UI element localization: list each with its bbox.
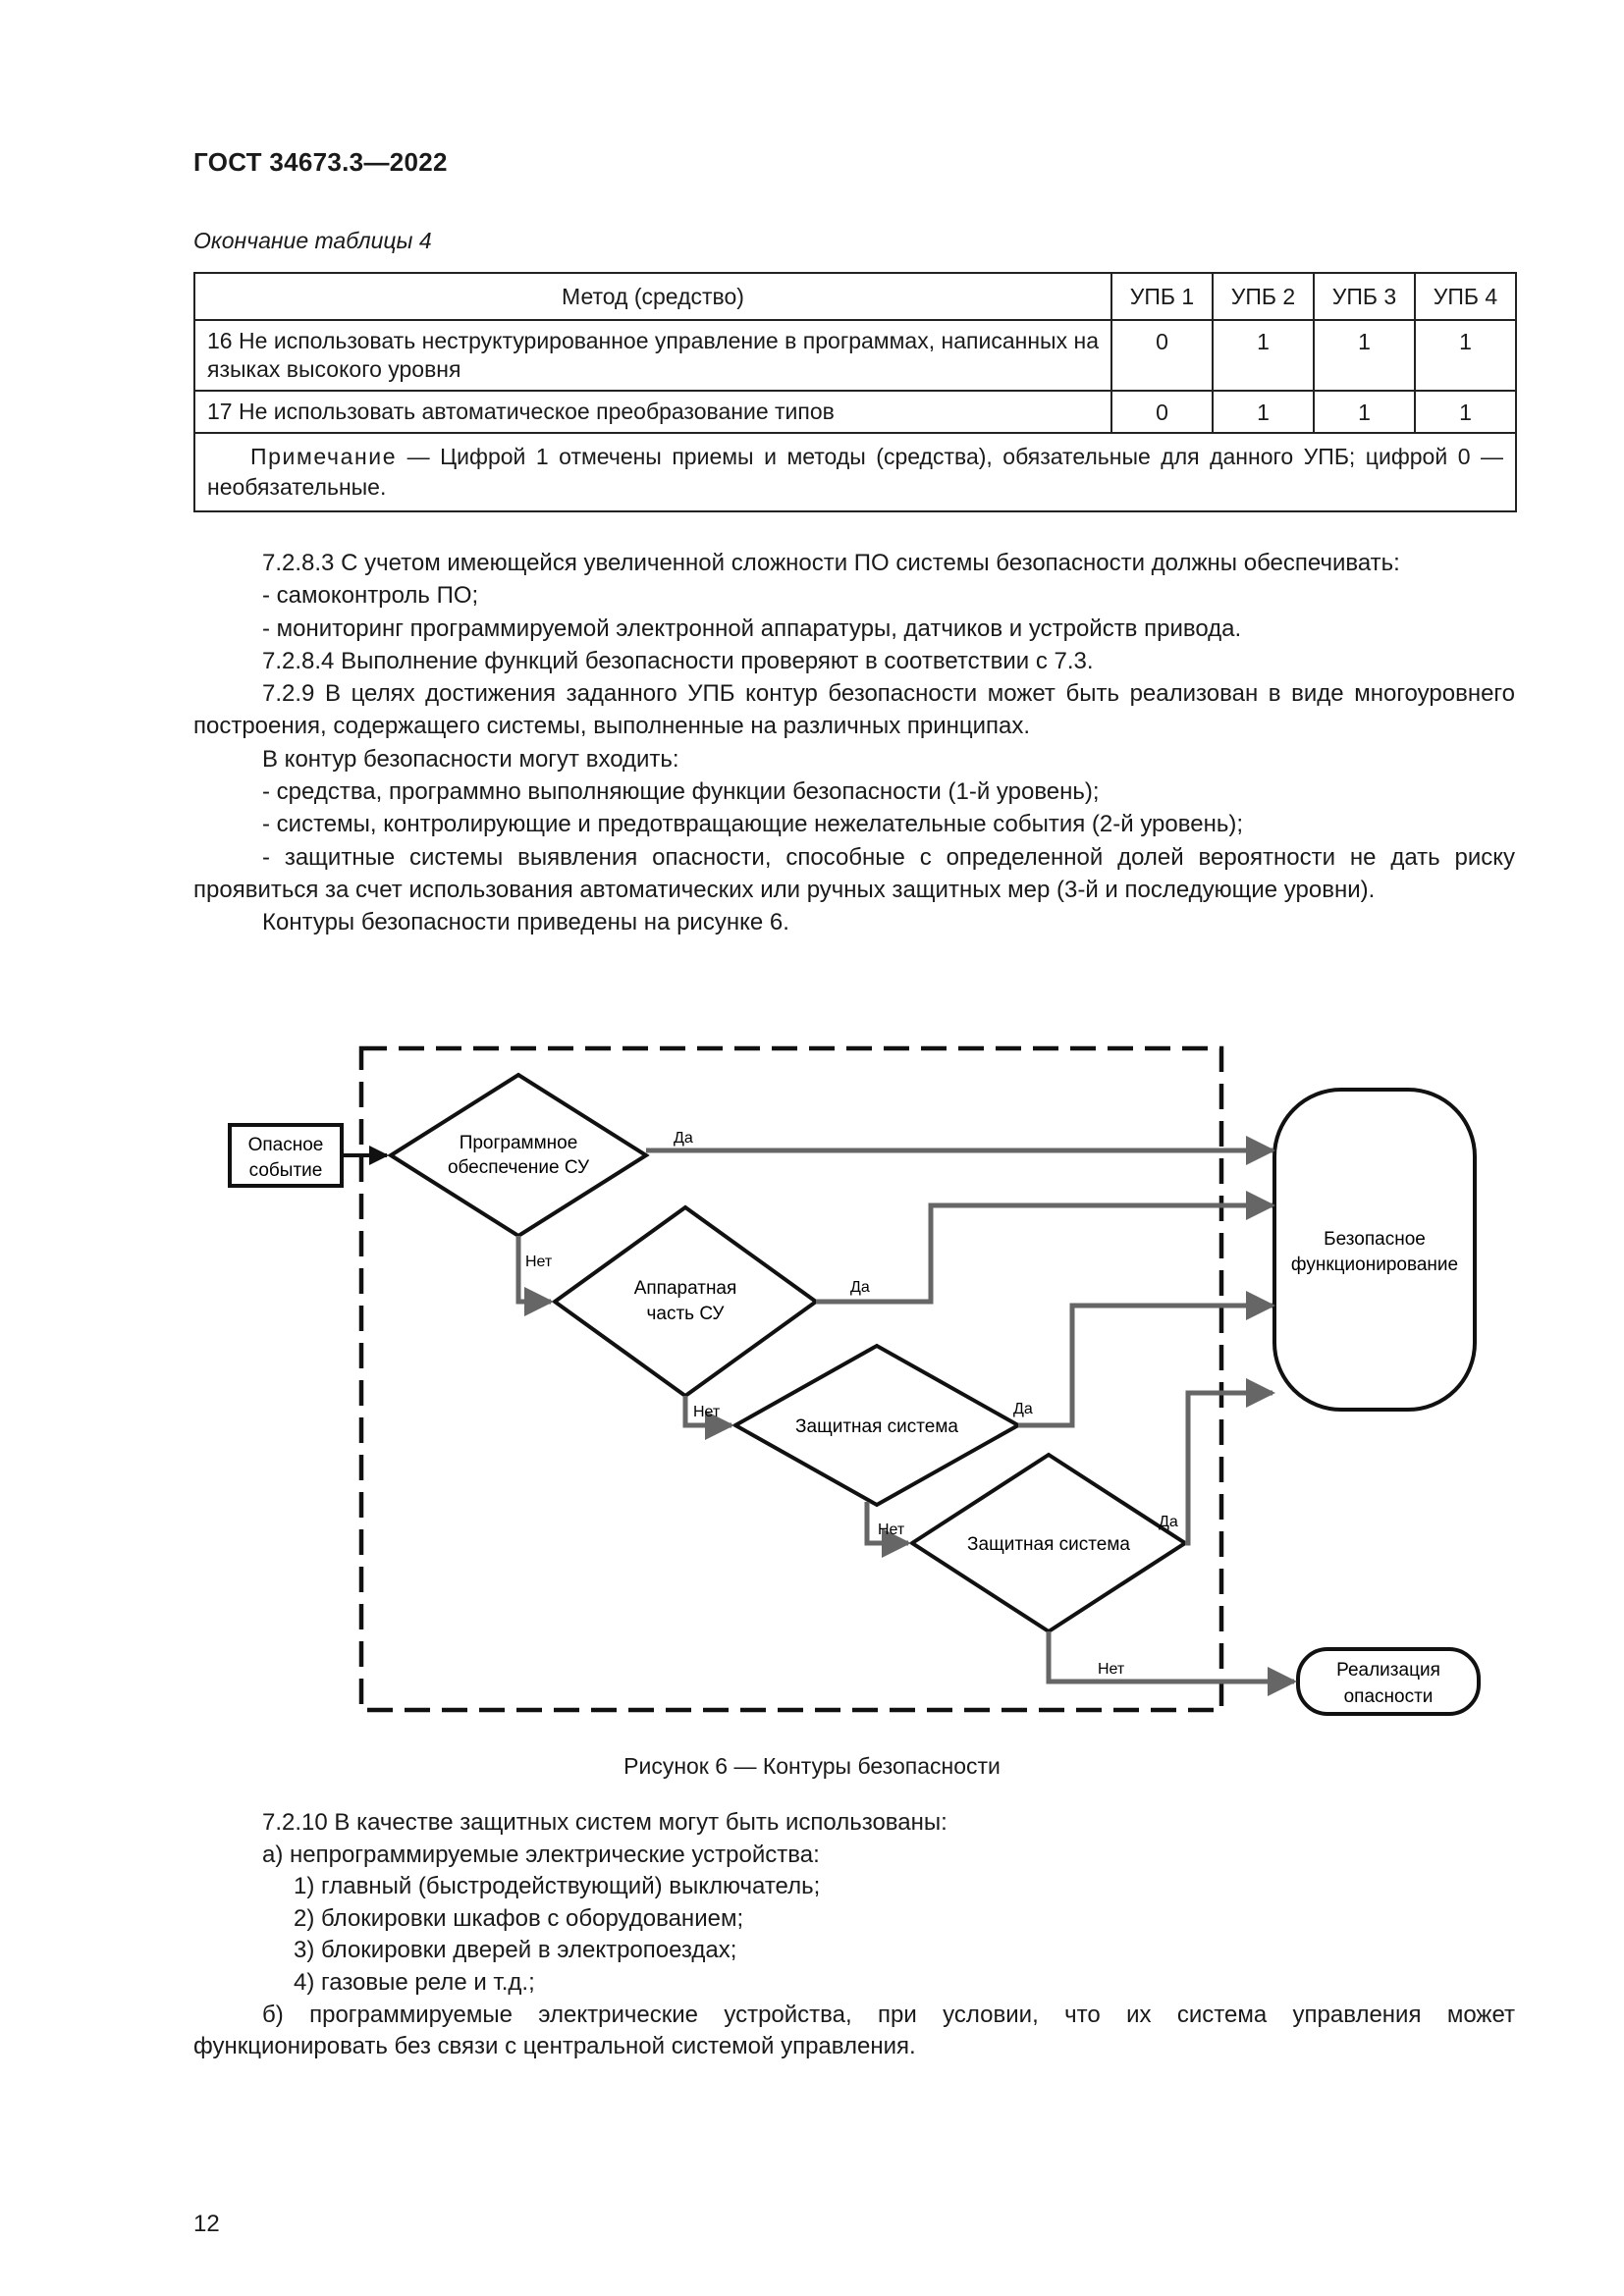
table-header-method: Метод (средство) — [193, 272, 1112, 321]
table-cell-value: 0 — [1110, 390, 1214, 434]
decision-protective-system-2 — [908, 1452, 1189, 1634]
list-item: - средства, программно выполняющие функц… — [262, 778, 1100, 806]
safe-operation-label-1: Безопасное — [1324, 1229, 1426, 1250]
paragraph: В контур безопасности могут входить: — [262, 745, 679, 773]
figure-caption: Рисунок 6 — Контуры безопасности — [623, 1753, 1001, 1779]
body-text: 7.2.8.3 С учетом имеющейся увеличенной с… — [193, 547, 1515, 939]
label-d4-no: Нет — [1098, 1661, 1125, 1678]
arrow-d1-no — [515, 1236, 554, 1316]
decision-protective-system-1-label: Защитная система — [795, 1416, 958, 1437]
table-row: 17 Не использовать автоматическое преобр… — [193, 390, 1517, 434]
paragraph: Контуры безопасности приведены на рисунк… — [262, 909, 789, 936]
table-cell-method: 16 Не использовать неструктурированное у… — [193, 319, 1112, 392]
table-note-text: — Цифрой 1 отмечены приемы и методы (сре… — [207, 444, 1503, 500]
list-item: - мониторинг программируемой электронной… — [262, 614, 1242, 642]
table-note-label: Примечание — [250, 444, 398, 469]
list-item: 4) газовые реле и т.д.; — [294, 1968, 535, 1996]
paragraph: 7.2.10 В качестве защитных систем могут … — [262, 1809, 947, 1836]
list-item: а) непрограммируемые электрические устро… — [262, 1841, 820, 1868]
start-node-label-2: событие — [249, 1160, 323, 1181]
table-header-upb4: УПБ 4 — [1414, 272, 1517, 321]
table-cell-value: 1 — [1212, 390, 1315, 434]
methods-table: Метод (средство) УПБ 1 УПБ 2 УПБ 3 УПБ 4… — [193, 272, 1517, 512]
arrow-d3-yes — [1018, 1291, 1275, 1428]
decision-hardware-label-2: часть СУ — [646, 1304, 725, 1324]
table-header-row: Метод (средство) УПБ 1 УПБ 2 УПБ 3 УПБ 4 — [193, 272, 1517, 321]
table-note: Примечание — Цифрой 1 отмечены приемы и … — [193, 432, 1517, 512]
table-note-row: Примечание — Цифрой 1 отмечены приемы и … — [193, 432, 1517, 512]
page-number: 12 — [193, 2211, 220, 2237]
arrow-d4-no — [1046, 1631, 1297, 1696]
label-d3-yes: Да — [1013, 1401, 1033, 1417]
table-cell-value: 1 — [1212, 319, 1315, 392]
paragraph: 7.2.8.3 С учетом имеющейся увеличенной с… — [262, 550, 1400, 576]
table-cell-value: 1 — [1414, 390, 1517, 434]
list-item: - защитные системы выявления опасности, … — [193, 843, 1515, 903]
decision-protective-system-1 — [731, 1343, 1023, 1508]
decision-hardware-label-1: Аппаратная — [634, 1278, 737, 1299]
table-cell-value: 1 — [1313, 319, 1416, 392]
label-d2-yes: Да — [850, 1279, 870, 1296]
start-node-box — [228, 1123, 344, 1188]
table-cell-value: 1 — [1414, 319, 1517, 392]
decision-software — [387, 1072, 650, 1239]
hazard-realization-label-1: Реализация — [1336, 1660, 1440, 1681]
arrow-d2-yes — [816, 1191, 1275, 1305]
list-item: б) программируемые электрические устройс… — [193, 2001, 1515, 2060]
table-cell-value: 0 — [1110, 319, 1214, 392]
decision-hardware — [551, 1204, 820, 1399]
table-header-upb1: УПБ 1 — [1110, 272, 1214, 321]
table-cell-method: 17 Не использовать автоматическое преобр… — [193, 390, 1112, 434]
arrow-d3-no — [864, 1502, 911, 1558]
decision-protective-system-2-label: Защитная система — [967, 1534, 1130, 1555]
label-d2-no: Нет — [693, 1404, 721, 1420]
decision-software-label-2: обеспечение СУ — [448, 1157, 590, 1178]
label-d1-no: Нет — [525, 1254, 553, 1270]
hazard-realization-node — [1296, 1647, 1481, 1716]
table-header-upb3: УПБ 3 — [1313, 272, 1416, 321]
arrow-d4-yes — [1185, 1378, 1275, 1546]
list-item: 1) главный (быстродействующий) выключате… — [294, 1873, 821, 1900]
table-caption: Окончание таблицы 4 — [193, 228, 432, 253]
list-item: 3) блокировки дверей в электропоездах; — [294, 1937, 737, 1964]
label-d1-yes: Да — [674, 1130, 693, 1147]
paragraph: 7.2.8.4 Выполнение функций безопасности … — [262, 647, 1094, 674]
document-header: ГОСТ 34673.3—2022 — [193, 147, 448, 177]
list-item: - системы, контролирующие и предотвращаю… — [262, 811, 1243, 838]
safety-contour-frame — [358, 1045, 1224, 1713]
label-d4-yes: Да — [1159, 1514, 1178, 1530]
hazard-realization-label-2: опасности — [1344, 1686, 1434, 1707]
safe-operation-label-2: функционирование — [1291, 1255, 1458, 1275]
table-row: 16 Не использовать неструктурированное у… — [193, 319, 1517, 392]
label-d3-no: Нет — [878, 1522, 905, 1538]
table-cell-value: 1 — [1313, 390, 1416, 434]
list-item: - самоконтроль ПО; — [262, 582, 479, 610]
safe-operation-node — [1272, 1088, 1477, 1412]
arrow-d2-no — [682, 1396, 734, 1440]
table-header-upb2: УПБ 2 — [1212, 272, 1315, 321]
body-text-after-figure: 7.2.10 В качестве защитных систем могут … — [193, 1807, 1515, 2063]
list-item: 2) блокировки шкафов с оборудованием; — [294, 1904, 744, 1932]
start-node-label-1: Опасное — [248, 1135, 324, 1155]
decision-software-label-1: Программное — [460, 1133, 578, 1153]
paragraph: 7.2.9 В целях достижения заданного УПБ к… — [193, 680, 1515, 740]
